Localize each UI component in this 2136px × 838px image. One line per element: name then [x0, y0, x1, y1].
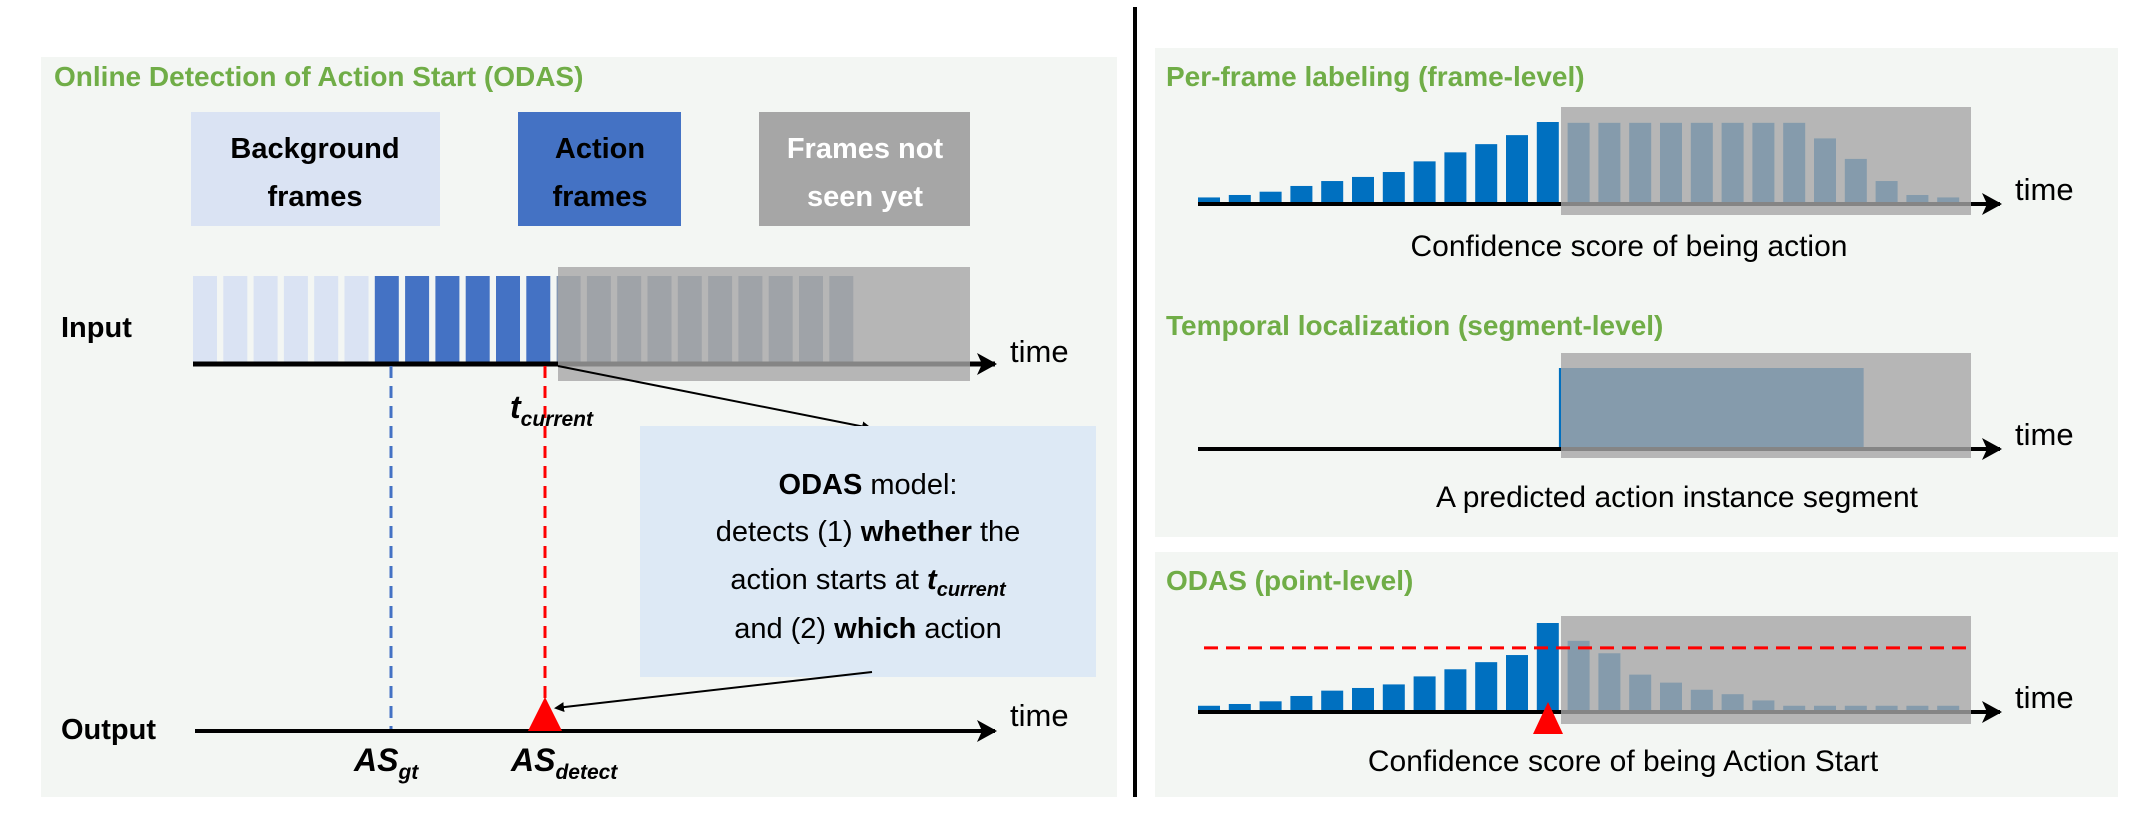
background-frame: [223, 276, 248, 362]
observed-score-bar: [1506, 135, 1528, 204]
legend-background-swatch: [191, 112, 440, 226]
action-start-triangle-icon: [1533, 702, 1563, 734]
observed-score-bar: [1382, 172, 1405, 204]
output-label: Output: [61, 714, 156, 746]
background-frame: [283, 276, 308, 362]
segment-level-panel: Temporal localization (segment-level) ti…: [1155, 297, 2118, 537]
model-line1-bold: ODAS: [779, 469, 863, 501]
segment-level-caption: A predicted action instance segment: [1436, 481, 1919, 514]
observed-score-bar: [1536, 122, 1559, 204]
observed-score-bar: [1228, 703, 1251, 712]
as-detect-sub: detect: [555, 761, 618, 784]
point-level-time-label: time: [2015, 680, 2074, 715]
observed-score-bar: [1290, 695, 1313, 712]
frame-level-caption: Confidence score of being action: [1411, 230, 1848, 263]
observed-score-bar: [1444, 152, 1467, 204]
background-frame: [253, 276, 278, 362]
observed-score-bar: [1290, 185, 1313, 204]
model-line2-pre: detects (1): [716, 516, 861, 548]
odas-model-box: [640, 426, 1096, 677]
legend-unseen-line2: seen yet: [807, 181, 923, 213]
left-panel: Online Detection of Action Start (ODAS) …: [41, 57, 1117, 797]
arrow-to-model: [557, 365, 872, 432]
frame-level-unseen-overlay: [1561, 107, 1971, 215]
input-label: Input: [61, 312, 132, 344]
background-frame: [344, 276, 369, 362]
model-line1: ODAS model:: [779, 469, 958, 501]
output-time-label: time: [1010, 698, 1069, 733]
segment-level-unseen-overlay: [1561, 353, 1971, 458]
as-gt-main: AS: [353, 742, 399, 778]
observed-score-bar: [1198, 197, 1220, 204]
arrow-to-output: [554, 671, 873, 713]
action-frame: [374, 276, 399, 362]
observed-score-bar: [1444, 669, 1467, 712]
action-frame: [405, 276, 430, 362]
action-frame: [465, 276, 490, 362]
t-current-label: tcurrent: [510, 389, 594, 431]
point-level-unseen-overlay: [1561, 616, 1971, 724]
input-unseen-overlay: [558, 267, 970, 381]
action-frame: [496, 276, 520, 362]
t-current-sub: current: [521, 408, 594, 431]
frame-level-title: Per-frame labeling (frame-level): [1166, 61, 1585, 92]
observed-score-bar: [1413, 676, 1436, 712]
observed-score-bar: [1259, 701, 1282, 712]
as-detect-label: ASdetect: [510, 742, 618, 784]
as-gt-sub: gt: [397, 761, 419, 784]
detected-start-triangle-icon: [528, 697, 562, 731]
input-time-label: time: [1010, 334, 1069, 369]
observed-score-bar: [1352, 687, 1374, 712]
observed-score-bar: [1475, 662, 1498, 712]
point-level-caption: Confidence score of being Action Start: [1368, 745, 1879, 778]
observed-score-bar: [1413, 161, 1436, 204]
observed-score-bar: [1321, 690, 1344, 712]
legend-action-line1: Action: [555, 133, 645, 165]
observed-score-bar: [1259, 191, 1282, 204]
segment-level-title: Temporal localization (segment-level): [1166, 310, 1663, 341]
observed-score-bar: [1321, 181, 1344, 204]
background-frame: [314, 276, 339, 362]
model-line3-sub: current: [937, 579, 1007, 601]
observed-score-bar: [1506, 655, 1528, 712]
frame-level-panel: Per-frame labeling (frame-level) time Co…: [1155, 48, 2118, 333]
model-line4-pre: and (2): [734, 613, 834, 645]
observed-score-bar: [1536, 623, 1559, 712]
t-current-main: t: [510, 389, 522, 425]
model-line4-bold: which: [833, 613, 916, 645]
observed-score-bar: [1198, 705, 1220, 712]
legend-action-swatch: [518, 112, 681, 226]
model-line4: and (2) which action: [734, 613, 1002, 645]
legend-background-line2: frames: [267, 181, 362, 213]
observed-score-bar: [1228, 194, 1251, 204]
observed-score-bar: [1475, 144, 1498, 204]
model-line3-t: t: [927, 564, 938, 596]
action-frame: [526, 276, 551, 362]
model-line3: action starts at tcurrent: [730, 564, 1007, 601]
observed-score-bar: [1352, 176, 1374, 204]
legend-action-line2: frames: [552, 181, 647, 213]
frame-level-time-label: time: [2015, 172, 2074, 207]
point-level-panel: ODAS (point-level) time Confidence score…: [1155, 552, 2118, 797]
legend-unseen-line1: Frames not: [787, 133, 944, 165]
model-line4-post: action: [916, 613, 1001, 645]
model-line1-rest: model:: [862, 469, 957, 501]
observed-score-bar: [1382, 684, 1405, 712]
as-detect-main: AS: [510, 742, 556, 778]
point-level-title: ODAS (point-level): [1166, 565, 1413, 596]
segment-level-time-label: time: [2015, 417, 2074, 452]
legend-unseen-swatch: [759, 112, 970, 226]
model-line2-post: the: [972, 516, 1020, 548]
model-line3-pre: action starts at: [730, 564, 927, 596]
background-frame: [193, 276, 217, 362]
model-line2: detects (1) whether the: [716, 516, 1021, 548]
model-line2-bold: whether: [860, 516, 972, 548]
legend-background-line1: Background: [230, 133, 399, 165]
as-gt-label: ASgt: [353, 742, 419, 784]
left-title: Online Detection of Action Start (ODAS): [54, 61, 583, 92]
action-frame: [435, 276, 460, 362]
